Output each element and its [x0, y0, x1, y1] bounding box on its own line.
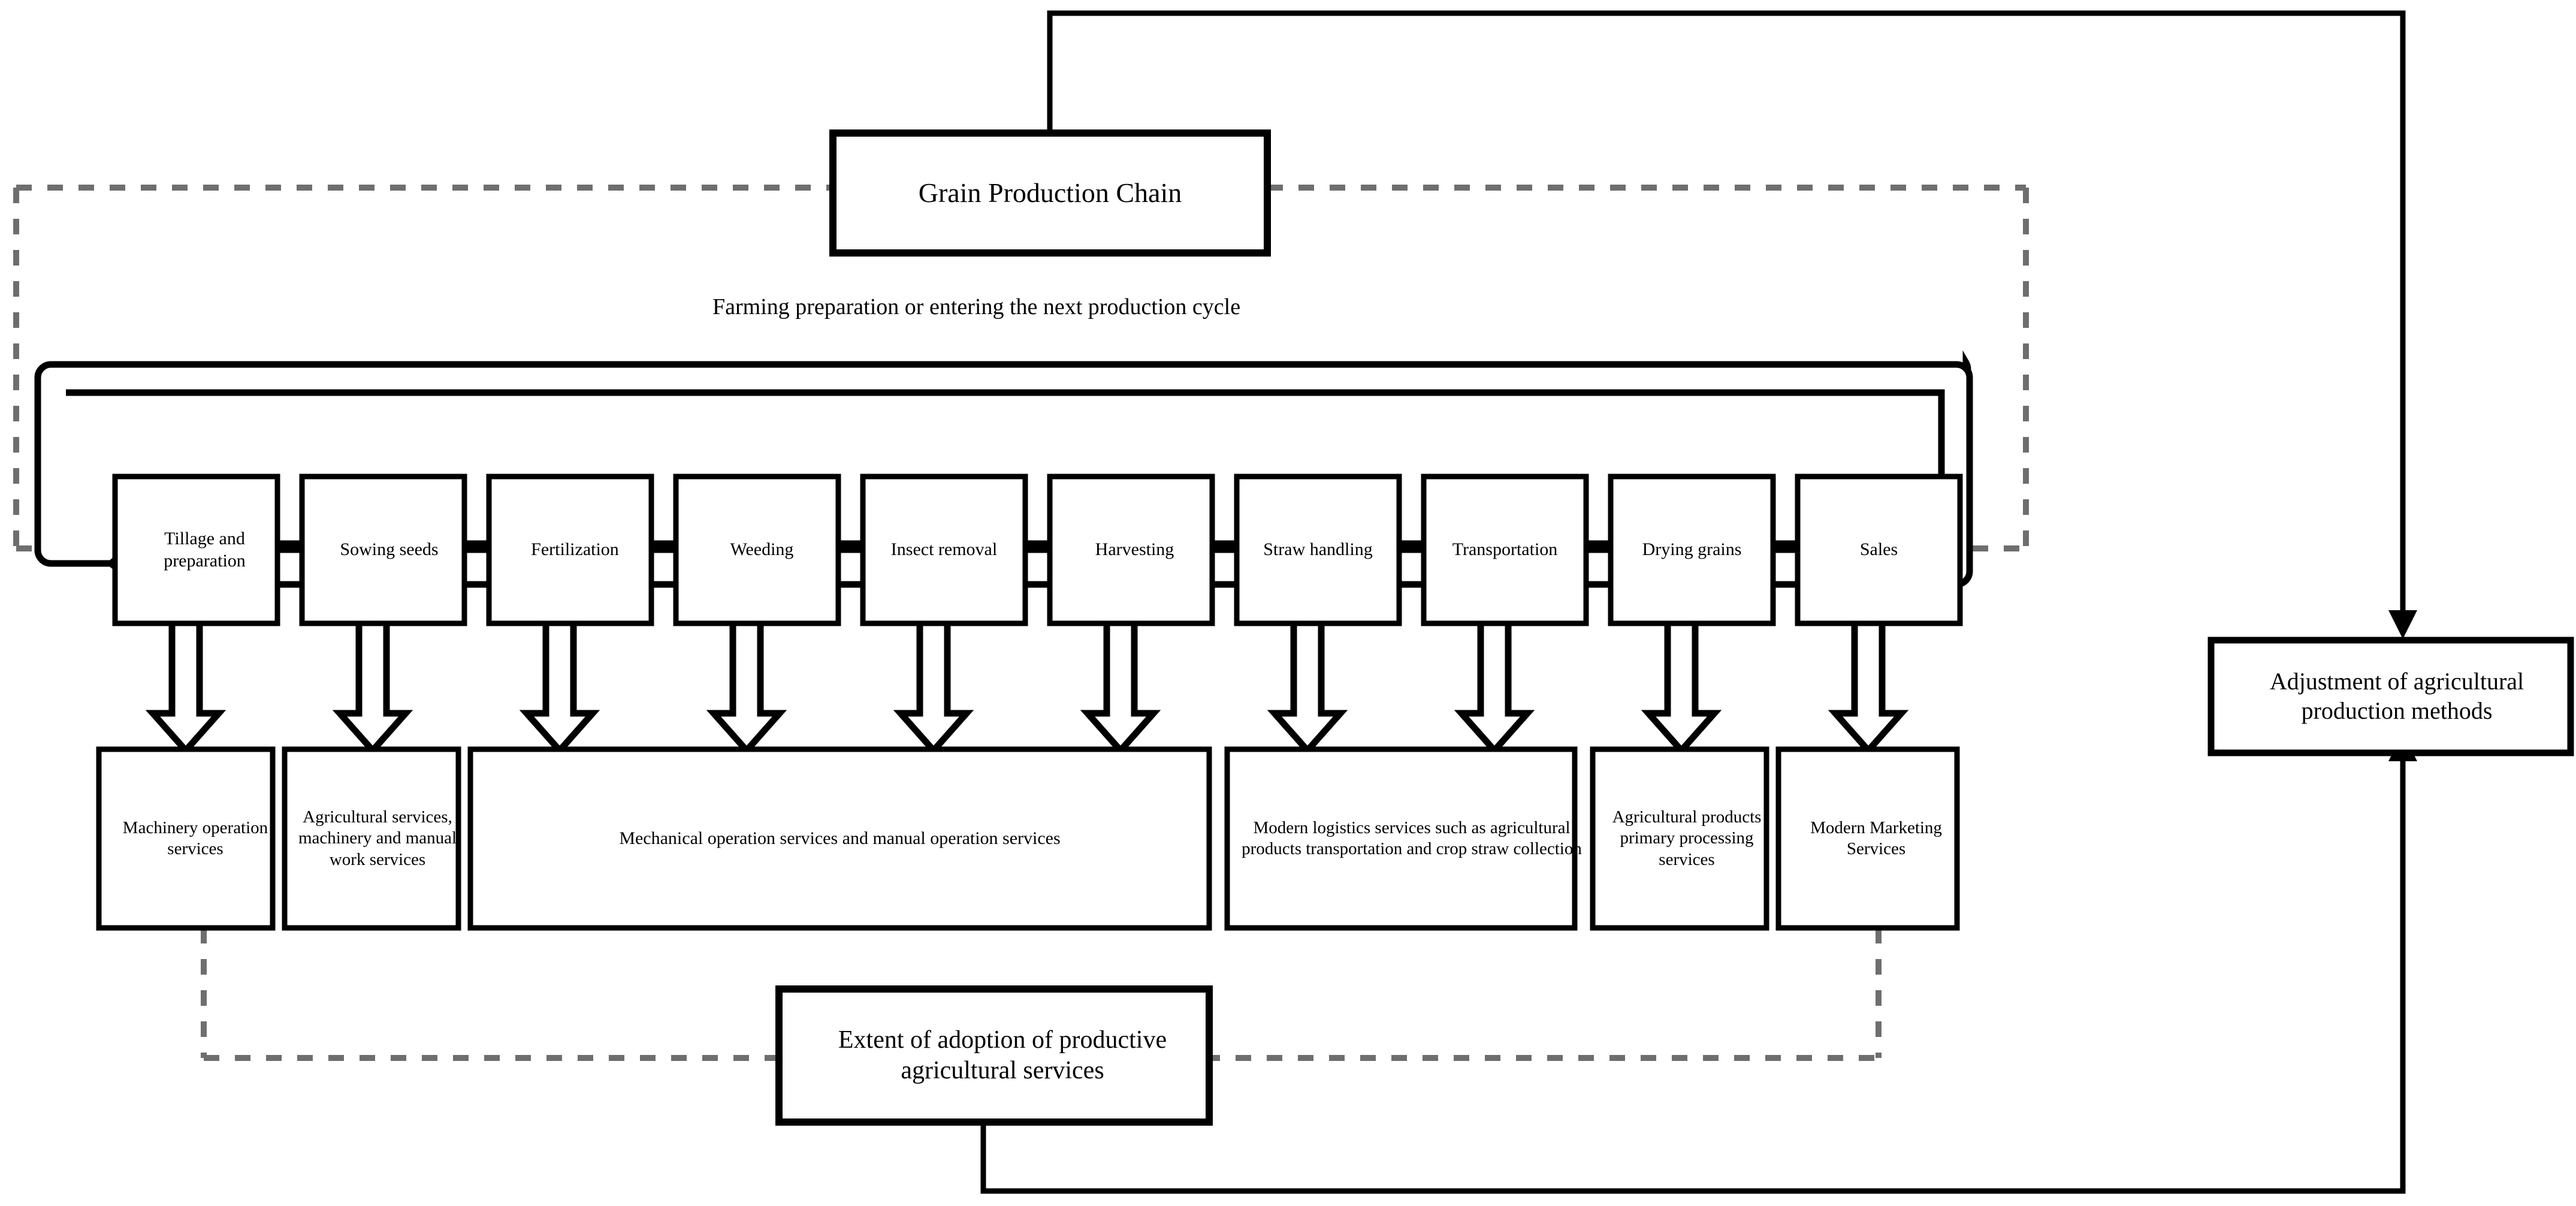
chain-box-weeding [673, 474, 841, 626]
chain-box-transportation [1421, 474, 1589, 626]
service-boxes-rects[interactable] [96, 746, 1960, 931]
chain-step-boxes[interactable] [112, 474, 1963, 626]
chain-box-tillage [112, 474, 280, 626]
top-feedback-connector [1047, 10, 2406, 620]
chain-box-insect [860, 474, 1028, 626]
adoption-box[interactable] [775, 985, 1213, 1126]
chain-box-sowing [299, 474, 467, 626]
service-box-machinery-operation [96, 746, 276, 931]
chain-box-drying [1608, 474, 1776, 626]
service-box-modern-logistics [1224, 746, 1578, 931]
service-down-arrows [145, 614, 1909, 756]
top-feedback-arrowhead [2388, 610, 2417, 639]
adjustment-box[interactable] [2207, 637, 2574, 756]
service-box-agricultural-manual [282, 746, 461, 931]
chain-box-fertilization [486, 474, 654, 626]
chain-box-straw [1234, 474, 1402, 626]
chain-box-sales [1795, 474, 1963, 626]
cycle-loop-inner-rail [66, 389, 1945, 547]
service-box-primary-processing [1590, 746, 1769, 931]
service-box-mechanical-manual [467, 746, 1212, 931]
chain-box-harvesting [1047, 474, 1215, 626]
dashed-adoption-boundary [201, 928, 1882, 1061]
bottom-feedback-connector [980, 752, 2406, 1194]
cycle-note-label: Farming preparation or entering the next… [712, 294, 1241, 319]
service-box-modern-marketing [1775, 746, 1960, 931]
grain-production-chain-box[interactable] [829, 129, 1271, 257]
